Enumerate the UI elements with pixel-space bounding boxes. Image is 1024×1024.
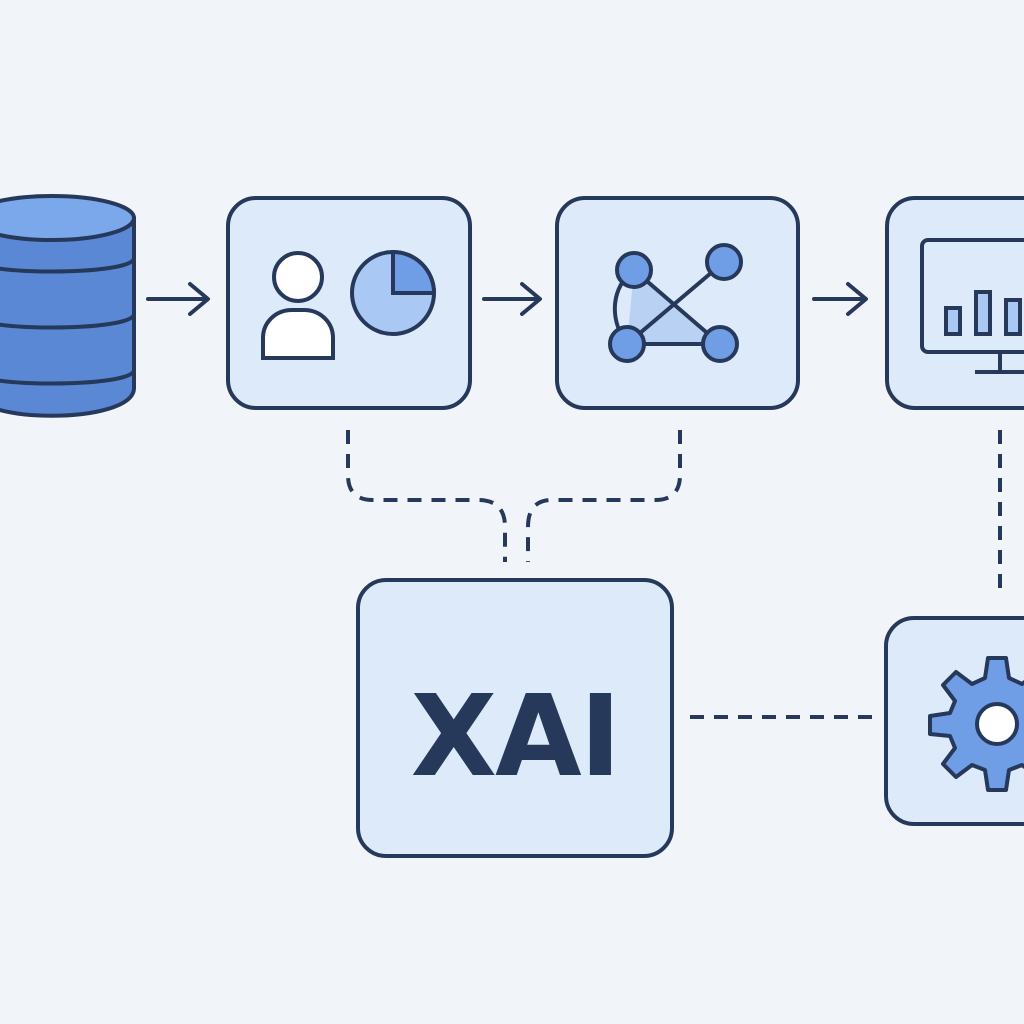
dashboard-node (885, 196, 1024, 410)
data-analysis-node (226, 196, 472, 410)
xai-node: XAI (356, 578, 674, 858)
database-icon (0, 194, 136, 418)
model-node (555, 196, 800, 410)
network-graph-icon (608, 243, 743, 363)
user-icon (261, 251, 335, 360)
arrow-model-to-dashboard (812, 282, 868, 316)
arrow-analysis-to-model (482, 282, 542, 316)
gear-icon (928, 656, 1024, 792)
settings-node (884, 616, 1024, 826)
monitor-bar-chart-icon (920, 238, 1024, 374)
arrow-database-to-analysis (146, 282, 210, 316)
pie-chart-icon (350, 249, 437, 336)
xai-label: XAI (411, 672, 620, 802)
dashed-connector-to-xai (346, 430, 682, 562)
